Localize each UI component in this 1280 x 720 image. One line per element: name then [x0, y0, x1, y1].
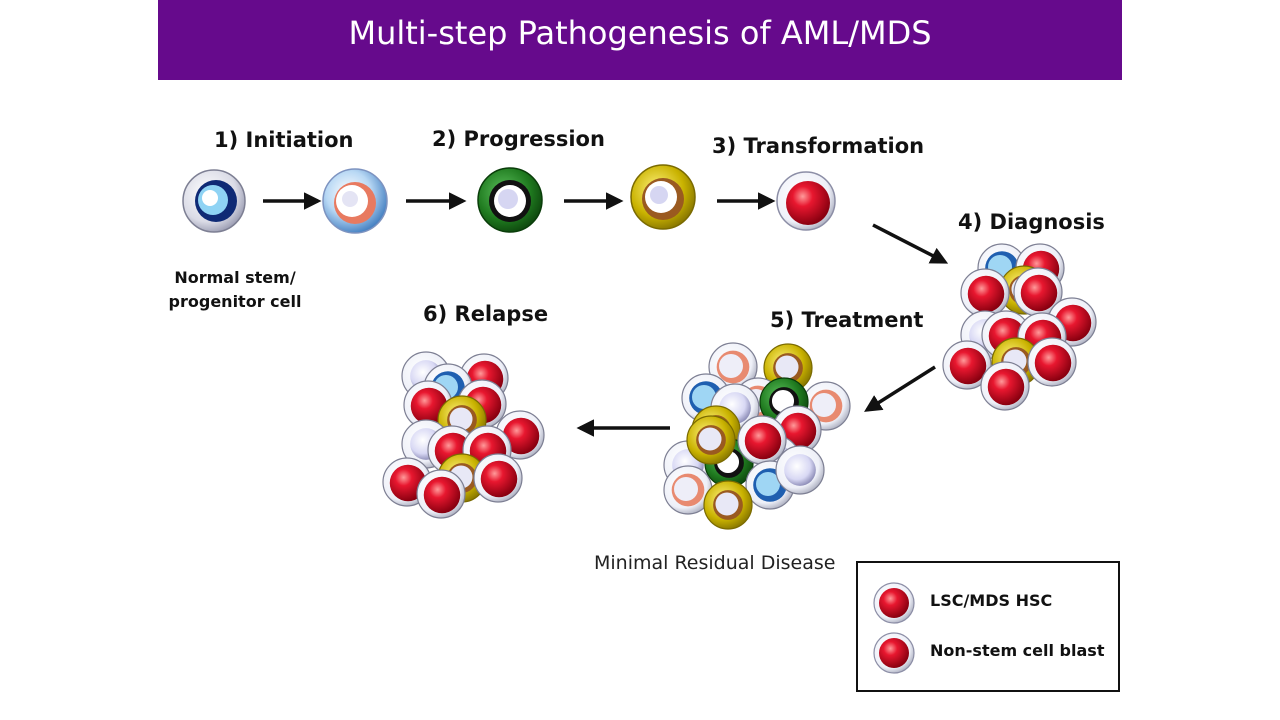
- normal-cell-caption-line-2: progenitor cell: [168, 292, 302, 311]
- legend-label-blast: Non-stem cell blast: [930, 641, 1105, 660]
- title-bar: Multi-step Pathogenesis of AML/MDS: [158, 0, 1122, 80]
- red-cell: [737, 415, 787, 465]
- red-cell: [416, 469, 466, 519]
- legend-swatch-lsc: [873, 582, 915, 624]
- pink-cell: [663, 465, 713, 515]
- step-transformation-label: 3) Transformation: [712, 134, 925, 158]
- arrow-5: [872, 223, 949, 264]
- normal-cell-caption-line-1: Normal stem/: [174, 268, 296, 287]
- normal-stem-cell-2: [322, 168, 388, 234]
- normal-cell-caption: Normal stem/ progenitor cell: [160, 266, 310, 314]
- progression-cell-yellow: [630, 164, 696, 230]
- red-cell: [960, 268, 1010, 318]
- step-relapse-label: 6) Relapse: [423, 302, 549, 326]
- red-cell: [473, 453, 523, 503]
- yellow-cell: [703, 480, 753, 530]
- diagnosis-cell-cluster: [942, 243, 1097, 411]
- red-cell: [980, 361, 1030, 411]
- red-cell: [1027, 337, 1077, 387]
- step-treatment-label: 5) Treatment: [770, 308, 924, 332]
- progression-cell-green: [477, 167, 543, 233]
- step-diagnosis-label: 4) Diagnosis: [958, 210, 1105, 234]
- white-cell: [775, 445, 825, 495]
- arrow-6: [864, 365, 936, 412]
- page-title: Multi-step Pathogenesis of AML/MDS: [348, 14, 932, 52]
- red-cell: [942, 340, 992, 390]
- legend-swatch-blast: [873, 632, 915, 674]
- legend: LSC/MDS HSC Non-stem cell blast: [856, 561, 1120, 692]
- normal-stem-cell-1: [182, 169, 246, 233]
- treatment-cell-cluster: [663, 342, 851, 530]
- step-initiation-label: 1) Initiation: [214, 128, 354, 152]
- step-progression-label: 2) Progression: [432, 127, 605, 151]
- pink-cell: [708, 342, 758, 392]
- minimal-residual-disease-caption: Minimal Residual Disease: [594, 552, 836, 574]
- legend-item-lsc: LSC/MDS HSC: [858, 581, 1118, 624]
- legend-label-lsc: LSC/MDS HSC: [930, 591, 1053, 610]
- legend-item-blast: Non-stem cell blast: [858, 631, 1118, 674]
- transformed-cell: [776, 171, 836, 231]
- yellow-cell: [686, 415, 736, 465]
- relapse-cell-cluster: [382, 351, 545, 519]
